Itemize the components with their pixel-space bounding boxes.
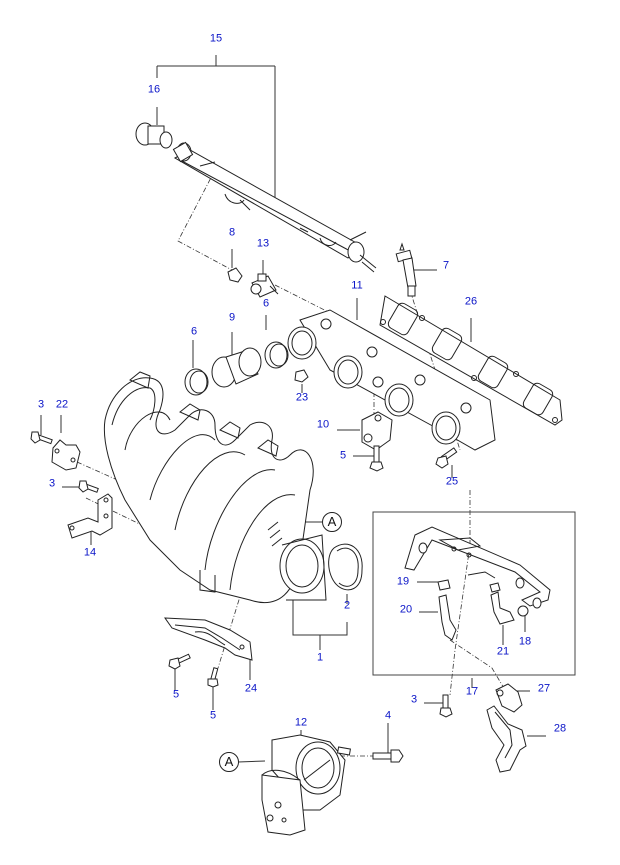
callout-11[interactable]: 11 <box>351 279 363 292</box>
callout-12[interactable]: 12 <box>294 716 308 729</box>
callout-6-left[interactable]: 6 <box>190 325 198 338</box>
bolt[interactable] <box>168 653 191 670</box>
nut[interactable] <box>294 369 309 383</box>
callout-2[interactable]: 2 <box>343 599 351 612</box>
callout-13[interactable]: 13 <box>256 237 270 250</box>
callout-28[interactable]: 28 <box>553 722 567 735</box>
bolt[interactable] <box>78 480 99 493</box>
callout-25[interactable]: 25 <box>445 475 459 488</box>
manifold-bracket[interactable] <box>361 411 393 451</box>
bolt[interactable] <box>207 667 219 688</box>
callout-3-middle[interactable]: 3 <box>48 477 56 490</box>
throttle-body[interactable] <box>261 734 352 836</box>
callout-3-lower[interactable]: 3 <box>410 693 418 706</box>
callout-20[interactable]: 20 <box>399 603 413 616</box>
manifold-gasket[interactable] <box>379 295 563 426</box>
connector-sleeve[interactable] <box>211 347 262 388</box>
callout-21[interactable]: 21 <box>496 645 510 658</box>
callout-24[interactable]: 24 <box>244 682 258 695</box>
callout-5-center[interactable]: 5 <box>209 709 217 722</box>
sensor-bracket[interactable] <box>486 705 527 773</box>
throttle-gasket[interactable] <box>328 543 363 591</box>
callout-19[interactable]: 19 <box>396 575 410 588</box>
callout-5-bracket[interactable]: 5 <box>339 449 347 462</box>
clamp[interactable] <box>437 579 451 591</box>
bracket-22[interactable] <box>51 439 81 471</box>
stud[interactable] <box>395 242 417 297</box>
hose-21[interactable] <box>489 582 515 625</box>
hose-20[interactable] <box>438 594 457 641</box>
callout-26[interactable]: 26 <box>464 295 478 308</box>
seal-ring-right[interactable] <box>264 341 289 369</box>
stay[interactable] <box>164 617 253 661</box>
fuel-injector[interactable] <box>250 273 279 298</box>
injector-clip[interactable] <box>227 267 243 283</box>
callout-5-left[interactable]: 5 <box>172 688 180 701</box>
subassembly-box <box>372 511 576 676</box>
callout-18[interactable]: 18 <box>518 635 532 648</box>
callout-6-injector[interactable]: 6 <box>262 297 270 310</box>
fuel-rail[interactable] <box>172 141 377 273</box>
bolt[interactable] <box>435 447 458 469</box>
clamp[interactable] <box>517 605 529 617</box>
intake-manifold-upper[interactable] <box>287 309 496 451</box>
bolt[interactable] <box>439 694 453 718</box>
bolt[interactable] <box>30 431 53 445</box>
bracket-14[interactable] <box>67 493 113 539</box>
pipe-assembly[interactable] <box>404 526 551 609</box>
bolt[interactable] <box>372 749 404 763</box>
seal-ring-left[interactable] <box>184 368 209 396</box>
callout-15[interactable]: 15 <box>209 32 223 45</box>
callout-22[interactable]: 22 <box>55 398 69 411</box>
callout-9[interactable]: 9 <box>228 311 236 324</box>
sensor[interactable] <box>495 683 523 713</box>
callout-10[interactable]: 10 <box>316 418 330 431</box>
reference-mark-upper: A <box>322 512 342 532</box>
callout-23[interactable]: 23 <box>295 391 309 404</box>
reference-mark-lower: A <box>219 752 239 772</box>
bolt[interactable] <box>369 445 384 472</box>
callout-17[interactable]: 17 <box>465 685 479 698</box>
callout-4[interactable]: 4 <box>384 709 392 722</box>
callout-8[interactable]: 8 <box>228 226 236 239</box>
callout-16[interactable]: 16 <box>147 83 161 96</box>
callout-14[interactable]: 14 <box>83 546 97 559</box>
callout-7[interactable]: 7 <box>442 259 450 272</box>
intake-manifold-lower[interactable] <box>103 371 327 604</box>
callout-3-upper[interactable]: 3 <box>37 398 45 411</box>
callout-1[interactable]: 1 <box>316 651 324 664</box>
callout-27[interactable]: 27 <box>537 682 551 695</box>
rail-end-fitting[interactable] <box>135 122 173 149</box>
